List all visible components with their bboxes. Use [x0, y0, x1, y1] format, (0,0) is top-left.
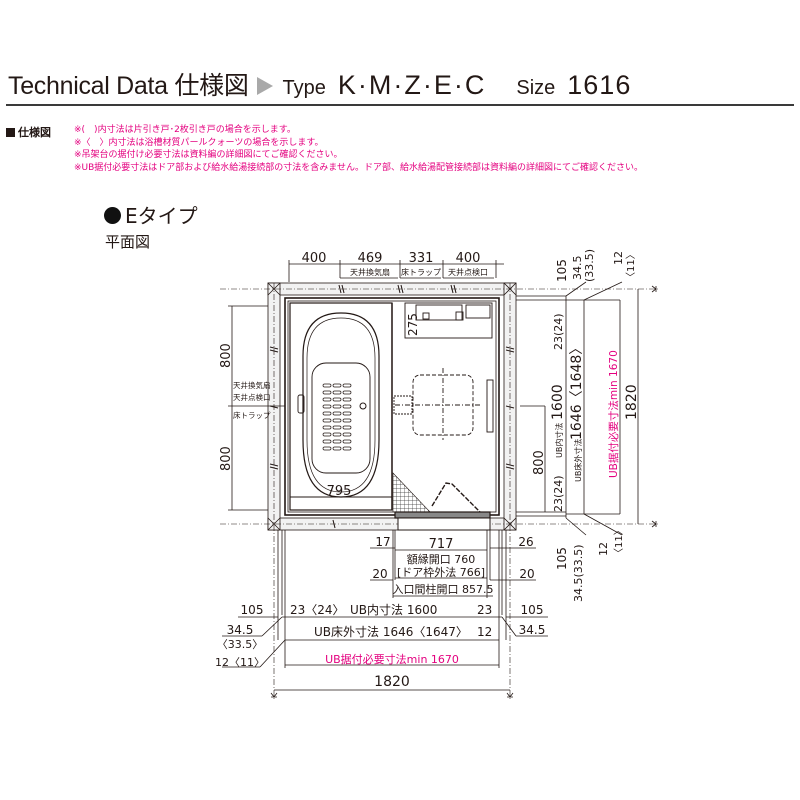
top-dim-400a: 400 — [302, 251, 327, 266]
bottom-dim-23-left: 23〈24〉 — [290, 603, 345, 617]
counter-depth-275: 275 — [406, 313, 420, 336]
folding-door — [431, 482, 481, 513]
left-label-hatch: 天井点検口 — [233, 392, 271, 402]
type-value: K·M·Z·E·C — [337, 70, 487, 100]
bottom-dim-12-left: 12〈11〉 — [215, 656, 265, 669]
frame-opening-760: 額縁開口 760 — [407, 552, 476, 566]
door-threshold — [394, 511, 491, 531]
ub-install-min-v: UB据付必要寸法min 1670 — [607, 350, 620, 478]
right-dim-345-top: 34.5 — [571, 256, 584, 281]
right-dim-345-bottom: 34.5(33.5) — [572, 544, 585, 602]
top-dim-400b: 400 — [456, 251, 481, 266]
right-dim-11-top: 〈11〉 — [625, 249, 637, 282]
view-label: 平面図 — [105, 233, 151, 251]
right-total-1820: 1820 — [624, 384, 640, 420]
door-dim-20-left: 20 — [372, 567, 387, 581]
door-dim-26: 26 — [518, 535, 533, 549]
bottom-ub-inner: UB内寸法 1600 — [350, 603, 437, 617]
bottom-ub-install-min: UB据付必要寸法min 1670 — [325, 652, 459, 666]
spec-notes: ※( )内寸法は片引き戸･2枚引き戸の場合を示します。 ※〈 〉内寸法は浴槽材質… — [74, 124, 643, 174]
top-dim-331: 331 — [409, 251, 434, 266]
left-dimensions — [228, 305, 285, 511]
top-dim-469: 469 — [358, 251, 383, 266]
label-floor-trap: 床トラップ — [401, 267, 441, 277]
bottom-dim-345-right: 34.5 — [519, 623, 546, 637]
bottom-dim-23-right: 23 — [477, 603, 492, 617]
triangle-arrow-icon — [256, 77, 273, 95]
right-dim-23-bottom: 23(24) — [552, 475, 565, 512]
square-bullet-icon — [6, 128, 15, 137]
right-dim-12-bottom: 12 — [597, 542, 610, 556]
right-dimensions — [516, 281, 639, 536]
type-label: Type — [282, 77, 326, 99]
page-header: Technical Data 仕様図 Type K·M·Z·E·C Size 1… — [8, 66, 631, 100]
note: ※( )内寸法は片引き戸･2枚引き戸の場合を示します。 — [74, 125, 296, 135]
size-label: Size — [516, 77, 556, 99]
bottom-dim-105-left: 105 — [241, 603, 264, 617]
door-dimensions — [370, 530, 536, 598]
bottom-dimensions — [222, 530, 548, 691]
right-dim-800: 800 — [532, 450, 547, 475]
right-dim-11-bottom: 〈11〉 — [613, 525, 625, 558]
bottom-dim-345-left: 34.5 — [227, 623, 254, 637]
ub-floor-label-v: UB床外寸法 — [573, 439, 583, 482]
note: ※吊架台の据付け必要寸法は資料編の詳細図にてご確認ください。 — [74, 150, 343, 160]
bottom-ub-floor: UB床外寸法 1646〈1647〉 — [314, 625, 468, 639]
ub-inner-label-v: UB内寸法 — [554, 423, 564, 458]
right-dim-12-top: 12 — [612, 251, 625, 265]
top-dimensions — [288, 260, 504, 282]
tub-width-795: 795 — [327, 484, 352, 499]
bottom-dim-335-left: 〈33.5〉 — [217, 638, 264, 651]
bottom-ground-marks — [270, 692, 514, 698]
bottom-dim-12-right: 12 — [477, 625, 492, 639]
wash-area — [391, 302, 494, 510]
right-dim-105-bottom: 105 — [555, 547, 569, 570]
door-dim-20-right: 20 — [519, 567, 534, 581]
corner-post-marks — [267, 282, 517, 531]
spec-label-text: 仕様図 — [18, 126, 51, 139]
tub-floor-pattern — [322, 383, 352, 451]
entrance-opening-857: 入口間柱開口 857.5 — [393, 582, 494, 596]
bottom-dim-105-right: 105 — [521, 603, 544, 617]
spec-section-label: 仕様図 — [6, 124, 51, 140]
label-ceiling-hatch: 天井点検口 — [448, 267, 488, 277]
label-ceiling-fan: 天井換気扇 — [350, 267, 390, 277]
ub-inner-value-v: 1600 — [550, 384, 566, 420]
drawing-type-title: Eタイプ — [104, 200, 198, 229]
right-dim-105-top: 105 — [555, 259, 569, 282]
ub-floor-value-v: 1646〈1648〉 — [569, 341, 585, 440]
left-label-fan: 天井換気扇 — [233, 380, 271, 390]
door-dim-717: 717 — [429, 537, 454, 552]
door-frame-766: [ドア枠外法 766] — [397, 565, 485, 579]
bottom-total-1820: 1820 — [374, 674, 410, 690]
page-title: Technical Data 仕様図 — [8, 72, 249, 100]
right-dim-335-top: (33.5) — [583, 249, 596, 282]
note: ※UB据付必要寸法はドア部および給水給湯接続部の寸法を含みません。ドア部、給水給… — [74, 162, 644, 173]
left-dim-800-lower: 800 — [219, 446, 234, 471]
left-label-trap: 床トラップ — [233, 410, 271, 420]
size-value: 1616 — [567, 70, 632, 100]
note: ※〈 〉内寸法は浴槽材質パールクォーツの場合を示します。 — [74, 137, 324, 148]
right-ground-marks — [651, 285, 657, 528]
header-divider — [6, 104, 794, 106]
door-dim-17: 17 — [375, 535, 390, 549]
right-dim-23-top: 23(24) — [552, 313, 565, 350]
left-dim-800-upper: 800 — [219, 343, 234, 368]
bullet-dot-icon — [104, 207, 121, 224]
type-title-text: Eタイプ — [125, 204, 198, 228]
